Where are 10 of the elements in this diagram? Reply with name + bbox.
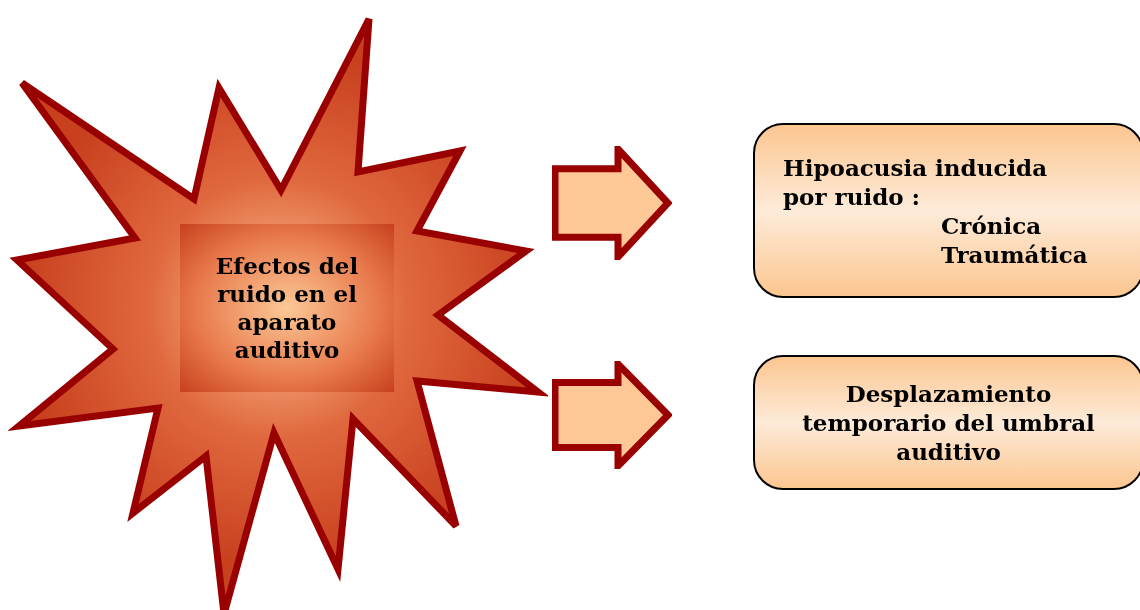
block-arrow <box>552 360 672 469</box>
node-label: Desplazamiento temporario del umbral auditivo <box>801 379 1096 466</box>
node-label: Hipoacusia inducida por ruido : <box>783 152 1049 211</box>
node-label: Crónica <box>940 210 1042 240</box>
rounded-box <box>753 355 1140 490</box>
title-box <box>180 224 394 392</box>
block-arrow <box>552 145 672 260</box>
node-label: Traumática <box>940 239 1088 269</box>
node-label: Efectos del ruido en el aparato auditivo <box>214 252 360 364</box>
rounded-box <box>753 123 1140 298</box>
